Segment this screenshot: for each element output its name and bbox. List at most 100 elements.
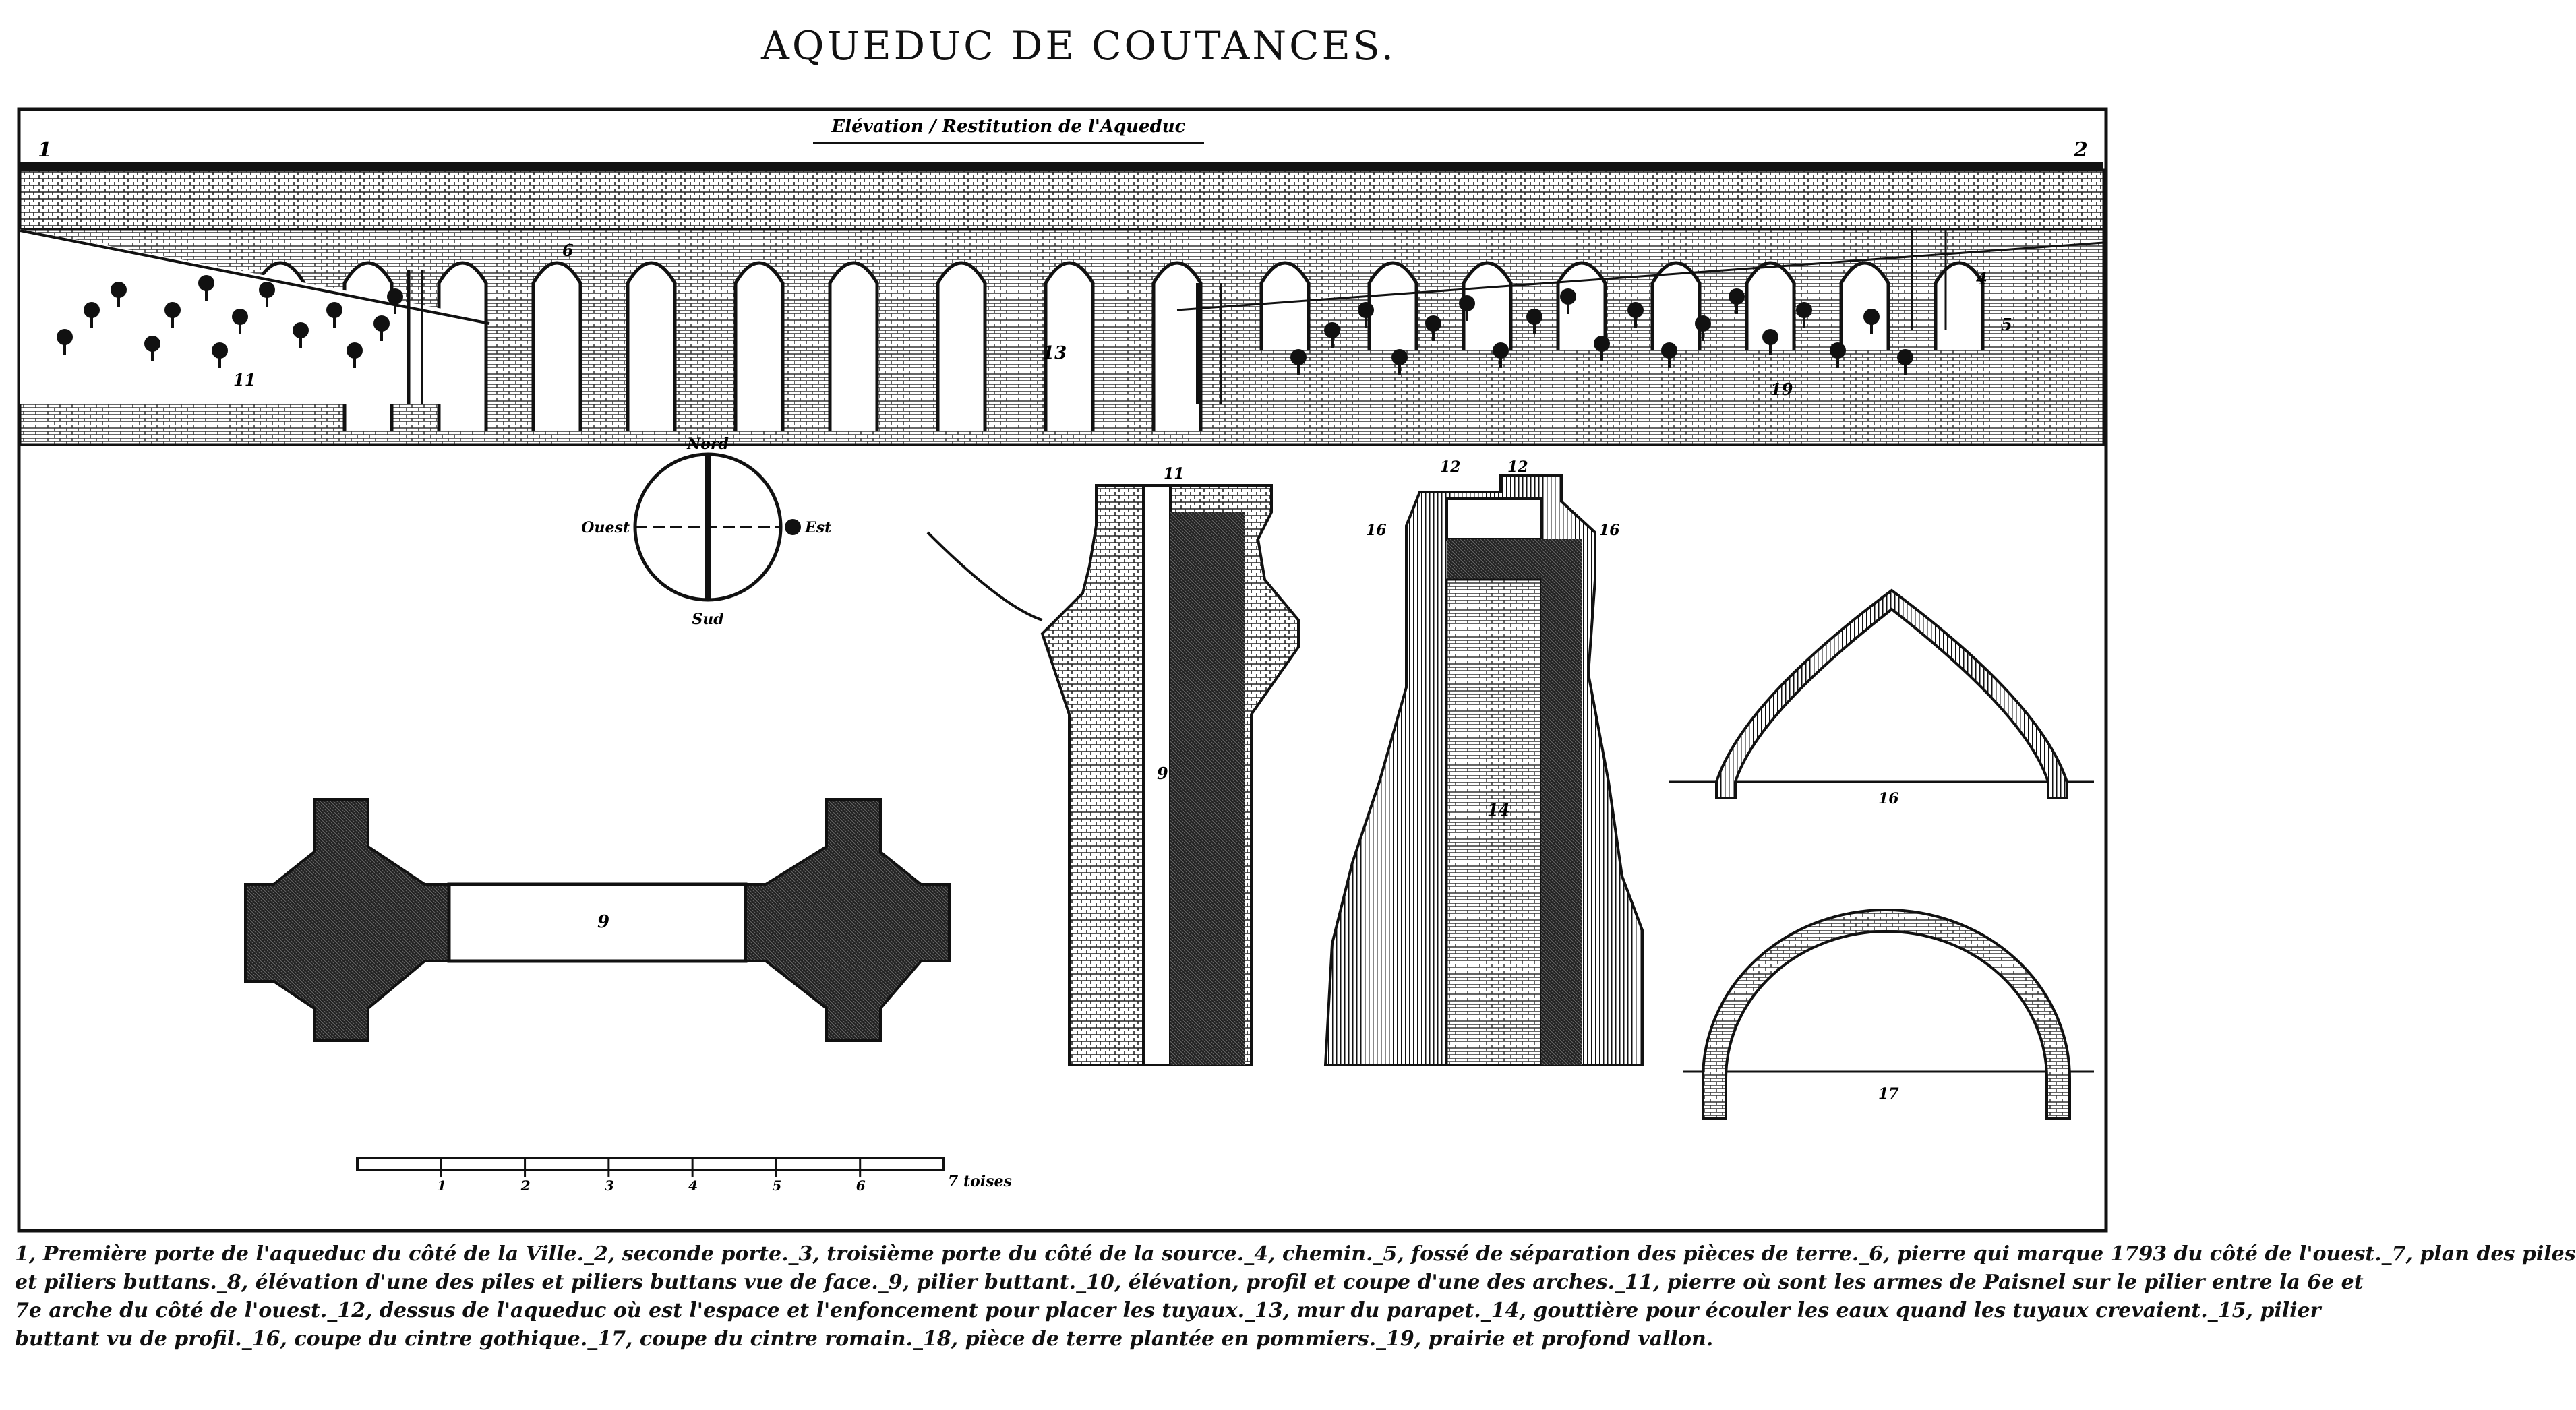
tree-mark [1762, 329, 1778, 345]
legend-line: buttant vu de profil._16, coupe du cintr… [15, 1327, 1714, 1351]
elevation-heading: Elévation / Restitution de l'Aqueduc [831, 117, 1185, 137]
plate-frame [17, 107, 2108, 1233]
tree-trunk [394, 303, 396, 314]
tree-mark [111, 282, 127, 298]
tree-mark [387, 288, 403, 305]
tree-mark [1729, 288, 1745, 305]
label-section-top-b: 12 [1507, 458, 1528, 476]
tree-mark [1526, 309, 1542, 325]
channel-section: 12 12 16 16 14 [1323, 458, 1644, 1066]
tree-trunk [1904, 364, 1907, 375]
label-ridge-4: 4 [1976, 269, 1987, 288]
tree-trunk [205, 290, 208, 301]
tree-mark [259, 282, 275, 298]
arch-opening [1745, 261, 1796, 350]
tree-mark [1594, 336, 1610, 352]
tree-mark [1695, 315, 1711, 332]
label-profile-top: 11 [1164, 465, 1185, 483]
label-pier-6: 6 [562, 241, 574, 260]
arch-opening [936, 261, 987, 431]
legend: 1, Première porte de l'aqueduc du côté d… [15, 1240, 2576, 1353]
arch-opening [1259, 261, 1311, 350]
arch-opening [437, 261, 488, 431]
tree-trunk [266, 297, 268, 307]
tree-trunk [1702, 330, 1704, 341]
arch-opening [1462, 261, 1513, 350]
plate-title: AQUEDUC DE COUTANCES. [761, 23, 1396, 69]
apple-trees [57, 275, 1913, 375]
arch-opening [626, 261, 677, 431]
tree-mark [164, 302, 181, 318]
arch-opening [1650, 261, 1702, 350]
tree-trunk [1533, 324, 1536, 334]
tree-trunk [1870, 324, 1873, 334]
tree-mark [232, 309, 248, 325]
tree-trunk [1365, 317, 1367, 328]
label-pier-plan-9: 9 [597, 912, 609, 932]
tree-trunk [1600, 350, 1603, 361]
arch-opening [531, 261, 582, 431]
tree-trunk [90, 317, 93, 328]
tree-mark [1661, 342, 1677, 359]
tree-trunk [1499, 357, 1502, 368]
label-elevation-left: 1 [38, 138, 52, 162]
label-section-side-a: 16 [1366, 522, 1387, 539]
arch-opening [1367, 261, 1418, 350]
legend-line: 7e arche du côté de l'ouest._12, dessus … [15, 1299, 2321, 1322]
tree-mark [326, 302, 342, 318]
compass-east: Est [804, 519, 831, 537]
tree-trunk [1634, 317, 1637, 328]
tree-trunk [1567, 303, 1569, 314]
tree-trunk [1803, 317, 1805, 328]
pier-profile: 11 9 [926, 465, 1300, 1066]
gothic-arch-section: 16 [1669, 588, 2094, 807]
compass-rose: Nord Sud Ouest Est [581, 435, 831, 628]
tree-mark [144, 336, 160, 352]
label-roman-arch: 17 [1878, 1085, 1899, 1103]
scale-tick-label: 5 [772, 1177, 781, 1194]
label-elevation-right: 2 [2073, 138, 2088, 162]
label-ground-19: 19 [1770, 379, 1793, 399]
compass-south: Sud [692, 611, 723, 628]
tree-trunk [353, 357, 356, 368]
arch-opening [733, 261, 785, 431]
tree-mark [1863, 309, 1880, 325]
label-section-top-a: 12 [1440, 458, 1461, 476]
tree-trunk [151, 350, 154, 361]
roman-arch-section: 17 [1683, 909, 2094, 1120]
aqueduct-parapet [20, 162, 2103, 170]
tree-trunk [1398, 364, 1401, 375]
tree-trunk [1466, 310, 1468, 321]
label-section-body: 14 [1487, 800, 1509, 820]
compass-west: Ouest [581, 519, 630, 537]
tree-trunk [1668, 357, 1671, 368]
arch-opening [828, 261, 879, 431]
aqueduct-deck [19, 168, 2105, 232]
arch-opening [1839, 261, 1890, 350]
label-section-side-b: 16 [1599, 522, 1620, 539]
tree-trunk [1735, 303, 1738, 314]
tree-trunk [117, 297, 120, 307]
compass-north: Nord [686, 435, 729, 453]
tree-mark [373, 315, 390, 332]
tree-trunk [1432, 330, 1435, 341]
tree-trunk [1297, 364, 1300, 375]
label-arches-13: 13 [1042, 343, 1067, 363]
arch-opening [1044, 261, 1095, 431]
tree-mark [57, 329, 73, 345]
tree-mark [347, 342, 363, 359]
tree-trunk [1769, 344, 1772, 355]
legend-line: 1, Première porte de l'aqueduc du côté d… [15, 1242, 2576, 1266]
tree-trunk [1836, 357, 1839, 368]
tree-trunk [380, 330, 383, 341]
tree-trunk [1331, 337, 1334, 348]
scale-tick-label: 4 [688, 1177, 698, 1194]
label-ground-11: 11 [233, 370, 256, 390]
scale-unit: 7 toises [948, 1173, 1012, 1190]
tree-mark [212, 342, 228, 359]
tree-mark [1627, 302, 1644, 318]
tree-trunk [63, 344, 66, 355]
compass-east-marker [785, 519, 801, 535]
tree-trunk [218, 357, 221, 368]
